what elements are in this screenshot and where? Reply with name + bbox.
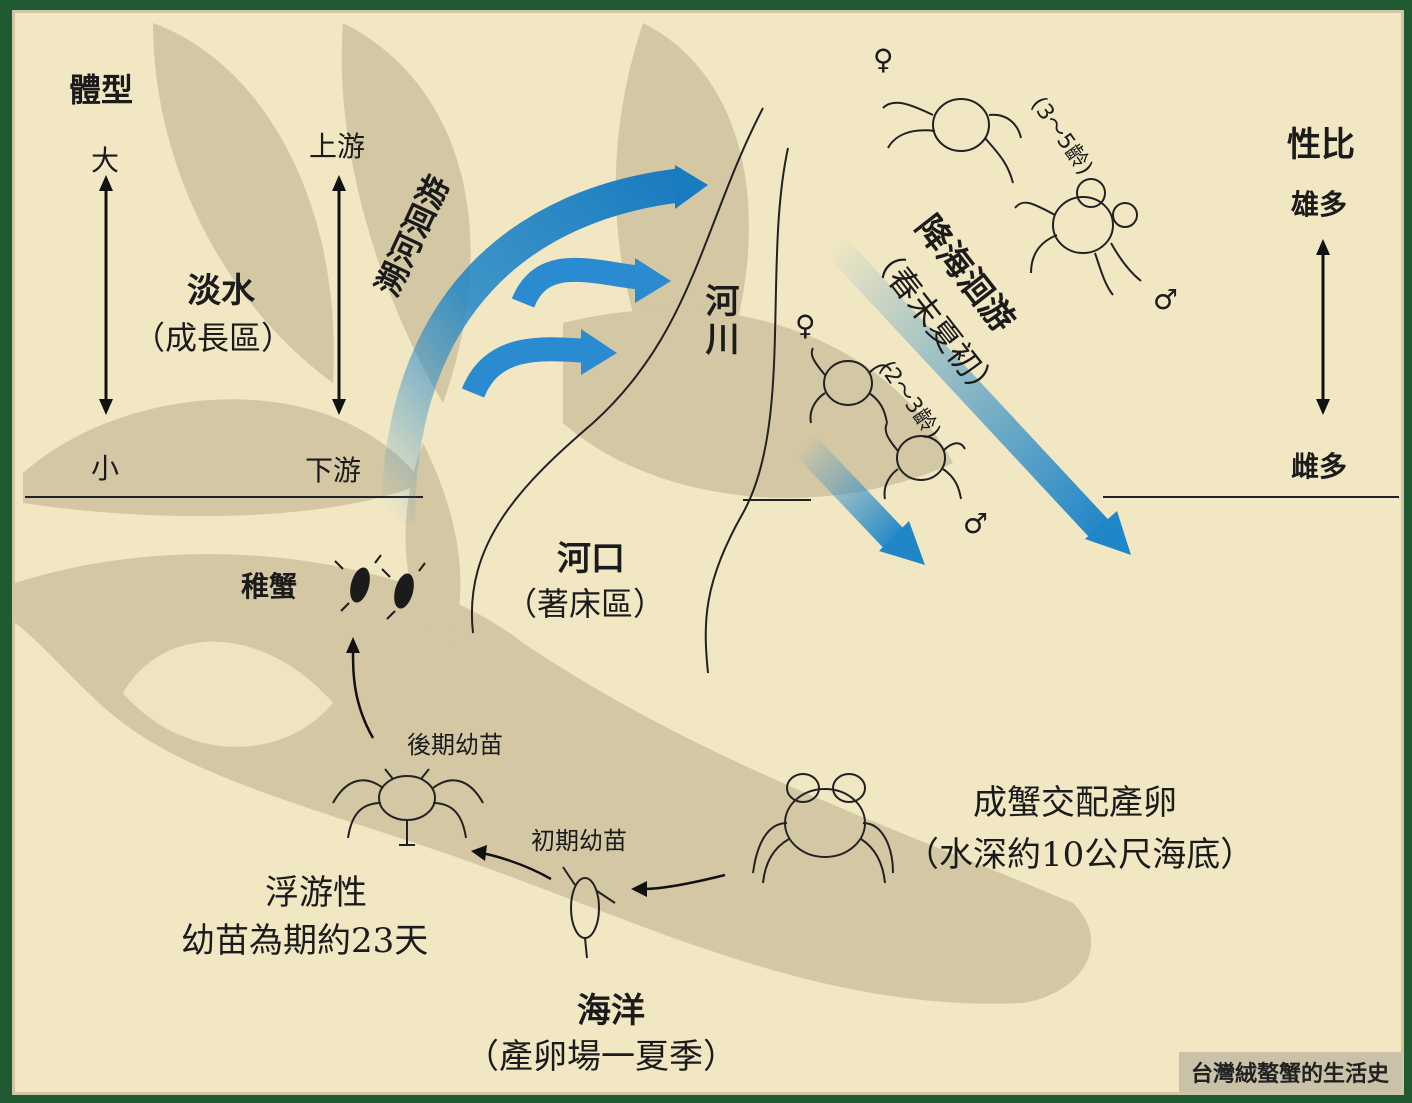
sex-ratio-title: 性比 bbox=[1287, 125, 1355, 165]
planktonic-label: 浮游性 bbox=[265, 873, 367, 913]
male-symbol-older: ♂ bbox=[1153, 283, 1179, 316]
juvenile-crab-label: 稚蟹 bbox=[241, 570, 298, 603]
sex-ratio-female-more: 雌多 bbox=[1291, 450, 1348, 483]
river-label: 河川 bbox=[699, 283, 739, 359]
figure-caption: 台灣絨螯蟹的生活史 bbox=[1178, 1052, 1401, 1092]
ocean-label: 海洋 bbox=[577, 991, 645, 1031]
ocean-sublabel: （產卵場一夏季） bbox=[465, 1037, 737, 1077]
younger-crab-illustrations bbox=[809, 347, 966, 500]
river-bank-left bbox=[470, 107, 764, 634]
body-size-small: 小 bbox=[91, 452, 120, 485]
early-larva-illustration bbox=[562, 866, 616, 959]
adult-spawning-label: 成蟹交配產卵 bbox=[973, 783, 1177, 823]
adult-crab-illustration bbox=[752, 773, 894, 884]
cycle-arrow-to-zoea bbox=[642, 873, 726, 891]
female-symbol-older: ♀ bbox=[873, 43, 894, 76]
downstream-migration-arrows bbox=[792, 234, 1131, 565]
diagram-frame: 體型 大 小 上游 下游 淡水 （成長區） 溯河洄游 河川 河口 （著床區） 稚… bbox=[12, 10, 1404, 1095]
freshwater-label: 淡水 bbox=[187, 271, 255, 311]
upstream-label: 上游 bbox=[309, 130, 366, 163]
upstream-migration-arrows bbox=[381, 165, 708, 524]
estuary-sublabel: （著床區） bbox=[505, 585, 666, 623]
female-symbol-younger: ♀ bbox=[795, 309, 816, 342]
late-larva-illustration bbox=[332, 768, 484, 846]
body-size-large: 大 bbox=[91, 144, 120, 177]
freshwater-sublabel: （成長區） bbox=[133, 319, 294, 357]
estuary-label: 河口 bbox=[557, 539, 625, 579]
downstream-label: 下游 bbox=[305, 454, 362, 487]
body-size-title: 體型 bbox=[69, 71, 134, 109]
sex-ratio-male-more: 雄多 bbox=[1291, 188, 1348, 221]
male-symbol-younger: ♂ bbox=[963, 507, 989, 540]
diagram-graphics bbox=[15, 23, 1399, 1004]
cycle-arrow-to-juvenile bbox=[351, 648, 375, 739]
river-bank-right bbox=[704, 147, 789, 674]
juvenile-crab-illustrations bbox=[334, 554, 426, 620]
late-larva-label: 後期幼苗 bbox=[407, 731, 503, 759]
older-crab-illustrations bbox=[882, 98, 1142, 296]
early-larva-label: 初期幼苗 bbox=[531, 827, 627, 855]
adult-spawning-depth: （水深約10公尺海底） bbox=[905, 835, 1255, 875]
planktonic-duration: 幼苗為期約23天 bbox=[181, 921, 429, 961]
